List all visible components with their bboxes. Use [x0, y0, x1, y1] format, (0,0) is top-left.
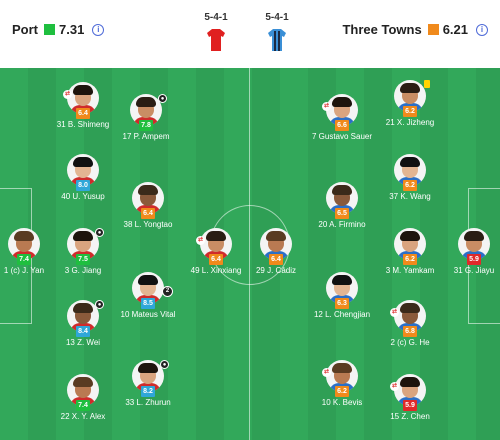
away-rating-color: [427, 24, 439, 35]
player-name: 10 Mateus Vital: [120, 310, 176, 319]
home-team-rating: 7.31: [59, 22, 85, 37]
home-shirt-icon: [207, 29, 225, 51]
substitution-icon: ⇄: [322, 368, 331, 377]
player-rating: 6.4: [209, 254, 223, 265]
substitution-icon: ⇄: [196, 236, 205, 245]
player-rating: 5.9: [467, 254, 481, 265]
goal-icon: ●: [95, 300, 104, 309]
player-rating: 6.3: [335, 298, 349, 309]
away-formation: 5-4-1: [265, 12, 289, 23]
info-icon[interactable]: i: [476, 23, 488, 36]
player-rating: 6.8: [403, 326, 417, 337]
player-rating: 7.4: [17, 254, 31, 265]
player-rating: 6.4: [76, 108, 90, 119]
player-name: 37 K. Wang: [389, 192, 431, 201]
player-rating: 6.2: [403, 106, 417, 117]
player-name: 7 Gustavo Sauer: [311, 132, 373, 141]
goal-icon: ●: [160, 360, 169, 369]
player-name: 31 G. Jiayu: [453, 266, 495, 275]
home-team[interactable]: Port 7.31 i: [12, 22, 105, 37]
player-name: 13 Z. Wei: [65, 338, 101, 347]
player-name: 20 A. Firmino: [318, 220, 366, 229]
player-name: 12 L. Chengjian: [313, 310, 371, 319]
player-rating: 6.5: [335, 208, 349, 219]
away-team-rating: 6.21: [442, 22, 468, 37]
player-name: 31 B. Shimeng: [56, 120, 110, 129]
away-team[interactable]: Three Towns 6.21 i: [342, 22, 488, 37]
player-rating: 6.2: [403, 254, 417, 265]
player-name: 3 G. Jiang: [64, 266, 102, 275]
player-rating: 5.9: [403, 400, 417, 411]
player-name: 17 P. Ampem: [122, 132, 170, 141]
player-name: 15 Z. Chen: [390, 412, 430, 421]
player-rating: 8.5: [141, 298, 155, 309]
player-name: 2 (c) G. He: [390, 338, 430, 347]
home-formation: 5-4-1: [204, 12, 228, 23]
player-rating: 7.5: [76, 254, 90, 265]
player-name: 10 K. Bevis: [321, 398, 363, 407]
goal-count-badge: 2: [162, 286, 173, 297]
player-name: 3 M. Yamkam: [385, 266, 435, 275]
player-rating: 6.4: [141, 208, 155, 219]
away-team-name: Three Towns: [342, 22, 422, 37]
match-header: Port 7.31 i 5-4-1 5-4-1 Three Towns 6.21…: [0, 0, 500, 68]
player-name: 38 L. Yongtao: [123, 220, 173, 229]
player-name: 1 (c) J. Yan: [3, 266, 45, 275]
yellow-card-icon: [424, 80, 430, 88]
player-rating: 6.4: [269, 254, 283, 265]
player-name: 40 U. Yusup: [61, 192, 105, 201]
substitution-icon: ⇄: [322, 102, 331, 111]
player-name: 29 J. Cádiz: [255, 266, 297, 275]
goal-icon: ●: [95, 228, 104, 237]
home-team-name: Port: [12, 22, 38, 37]
substitution-icon: ⇄: [390, 382, 399, 391]
info-icon[interactable]: i: [92, 23, 105, 36]
player-photo: [67, 154, 99, 186]
player-rating: 6.2: [335, 386, 349, 397]
player-rating: 7.4: [76, 400, 90, 411]
player-name: 21 X. Jizheng: [385, 118, 435, 127]
player-name: 49 L. Xinxiang: [190, 266, 242, 275]
substitution-icon: ⇄: [63, 90, 72, 99]
player-rating: 6.6: [335, 120, 349, 131]
player-name: 22 X. Y. Alex: [60, 412, 106, 421]
player-rating: 8.4: [76, 326, 90, 337]
goal-icon: ●: [158, 94, 167, 103]
player-rating: 7.8: [139, 120, 153, 131]
player-rating: 8.2: [141, 386, 155, 397]
home-rating-color: [44, 24, 55, 35]
substitution-icon: ⇄: [390, 308, 399, 317]
player-rating: 6.2: [403, 180, 417, 191]
away-shirt-icon: [268, 29, 286, 51]
player-rating: 8.0: [76, 180, 90, 191]
player-name: 33 L. Zhurun: [125, 398, 171, 407]
